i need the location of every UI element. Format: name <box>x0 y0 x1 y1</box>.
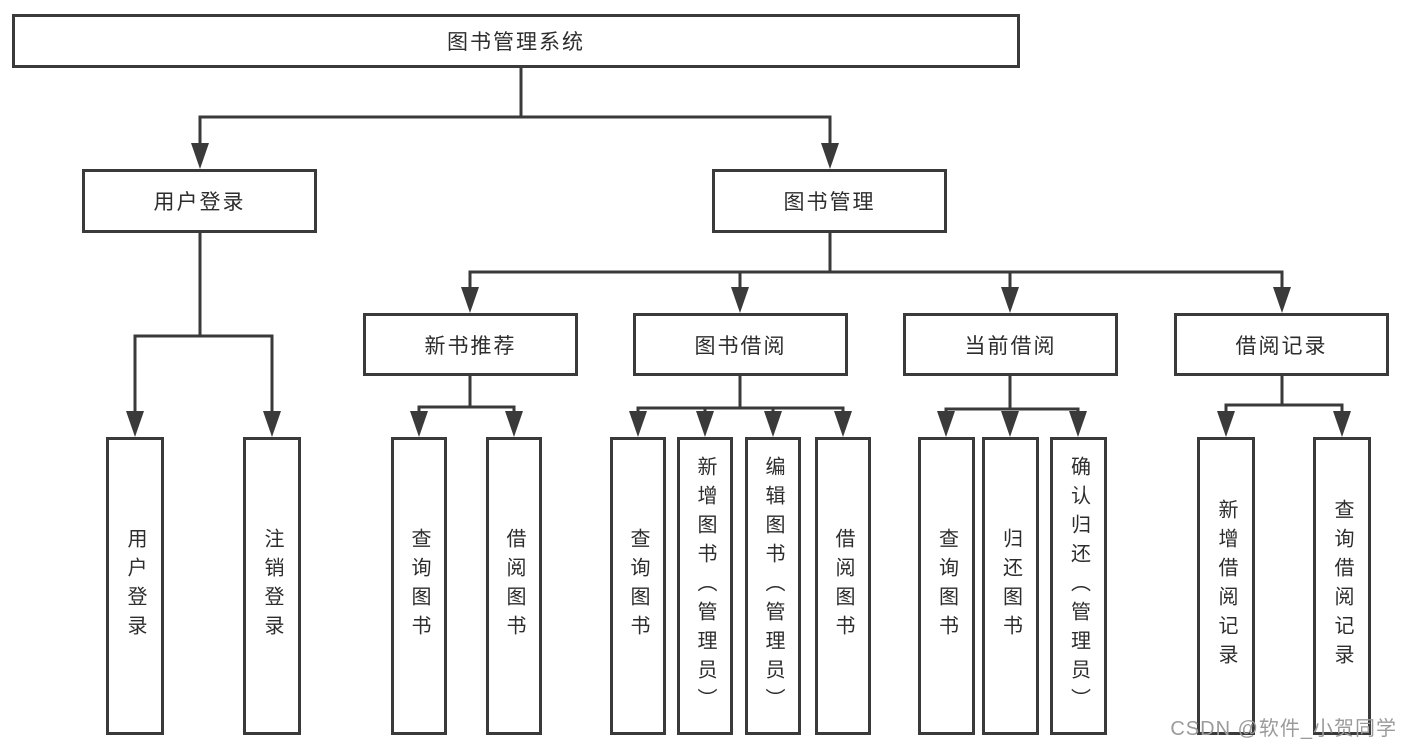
leaf-return-books-label: 归还图书 <box>999 528 1022 644</box>
leaf-query-books-3: 查询图书 <box>918 437 975 735</box>
leaf-query-books-3-label: 查询图书 <box>935 528 958 644</box>
leaf-add-borrow-record: 新增借阅记录 <box>1197 437 1255 735</box>
leaf-borrow-books-1-label: 借阅图书 <box>503 528 525 644</box>
node-library-system-label: 图书管理系统 <box>447 31 585 54</box>
node-book-management-label: 图书管理 <box>783 191 876 214</box>
csdn-watermark: CSDN @软件_小贺同学 <box>1170 718 1397 740</box>
leaf-query-borrow-record-label: 查询借阅记录 <box>1331 499 1353 673</box>
leaf-borrow-books-1: 借阅图书 <box>486 437 542 735</box>
leaf-query-borrow-record: 查询借阅记录 <box>1313 437 1371 735</box>
leaf-query-books-1-label: 查询图书 <box>408 528 430 644</box>
node-library-system: 图书管理系统 <box>12 14 1020 68</box>
node-borrow-records: 借阅记录 <box>1174 313 1389 376</box>
leaf-user-login: 用户登录 <box>106 437 164 735</box>
node-new-book-recommend-label: 新书推荐 <box>424 334 517 358</box>
node-current-borrow: 当前借阅 <box>903 313 1118 376</box>
node-user-login-label: 用户登录 <box>153 191 246 214</box>
leaf-edit-book-admin: 编辑图书（管理员） <box>745 437 801 735</box>
node-user-login: 用户登录 <box>82 169 317 233</box>
leaf-logout-label: 注销登录 <box>261 528 283 644</box>
leaf-add-borrow-record-label: 新增借阅记录 <box>1215 499 1237 673</box>
arrowheads <box>126 143 1351 437</box>
leaf-query-books-2: 查询图书 <box>610 437 666 735</box>
leaf-confirm-return-admin-label: 确认归还（管理员） <box>1067 455 1090 717</box>
leaf-logout: 注销登录 <box>243 437 301 735</box>
node-book-management: 图书管理 <box>712 169 947 233</box>
node-new-book-recommend: 新书推荐 <box>363 313 578 376</box>
leaf-return-books: 归还图书 <box>982 437 1039 735</box>
leaf-add-book-admin-label: 新增图书（管理员） <box>694 455 716 717</box>
node-current-borrow-label: 当前借阅 <box>964 334 1057 358</box>
leaf-borrow-books-2-label: 借阅图书 <box>832 528 854 644</box>
node-book-borrow-label: 图书借阅 <box>694 334 787 358</box>
node-book-borrow: 图书借阅 <box>633 313 848 376</box>
node-borrow-records-label: 借阅记录 <box>1235 334 1328 358</box>
leaf-add-book-admin: 新增图书（管理员） <box>677 437 733 735</box>
leaf-query-books-2-label: 查询图书 <box>627 528 649 644</box>
leaf-user-login-label: 用户登录 <box>124 528 146 644</box>
leaf-borrow-books-2: 借阅图书 <box>815 437 871 735</box>
leaf-confirm-return-admin: 确认归还（管理员） <box>1050 437 1107 735</box>
leaf-query-books-1: 查询图书 <box>391 437 447 735</box>
leaf-edit-book-admin-label: 编辑图书（管理员） <box>762 455 784 717</box>
